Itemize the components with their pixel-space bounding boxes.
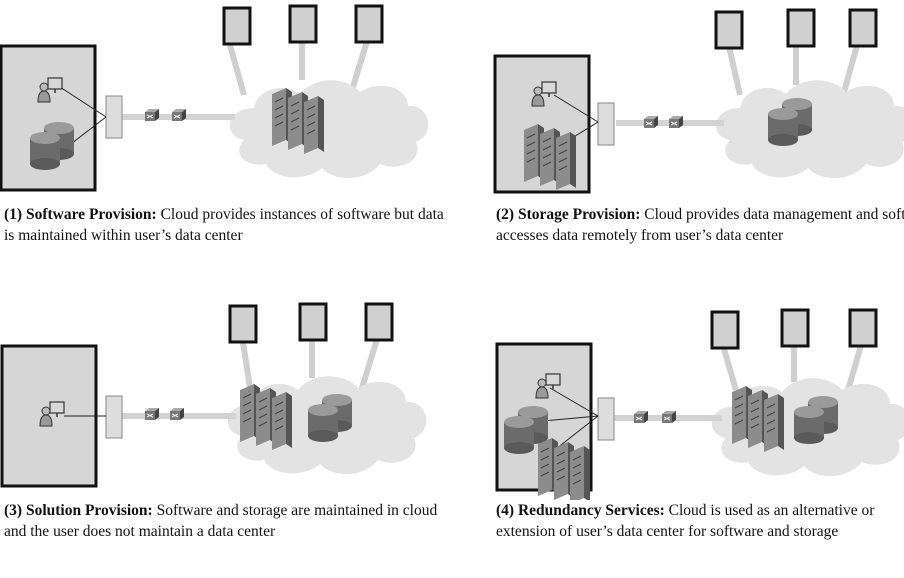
- panel-software-provision: (1) Software Provision: Cloud provides i…: [0, 0, 450, 288]
- caption-title: (1) Software Provision:: [4, 206, 157, 223]
- router-icon: [105, 95, 123, 139]
- caption-title: (2) Storage Provision:: [496, 206, 641, 223]
- diagram-storage-provision: [493, 8, 904, 194]
- caption-title: (3) Solution Provision:: [4, 502, 153, 519]
- caption-storage-provision: (2) Storage Provision: Cloud provides da…: [496, 204, 904, 246]
- caption-text: Cloud provides instances of software but…: [4, 206, 444, 244]
- panel-storage-provision: (2) Storage Provision: Cloud provides da…: [492, 0, 904, 288]
- terminal-icon: [364, 302, 394, 342]
- caption-solution-provision: (3) Solution Provision: Software and sto…: [4, 500, 444, 542]
- caption-software-provision: (1) Software Provision: Cloud provides i…: [4, 204, 444, 246]
- terminal-icon: [714, 10, 744, 50]
- server-rack-icon: [538, 438, 590, 500]
- switch-icon: [144, 407, 160, 421]
- switch-icon: [144, 108, 160, 122]
- panel-redundancy-services: (4) Redundancy Services: Cloud is used a…: [492, 290, 904, 578]
- terminal-icon: [848, 8, 878, 48]
- router-icon: [597, 102, 615, 146]
- cloud-icon: [229, 80, 429, 179]
- switch-icon: [661, 410, 677, 424]
- caption-title: (4) Redundancy Services:: [496, 502, 665, 519]
- router-icon: [105, 395, 123, 439]
- terminal-icon: [222, 6, 252, 46]
- caption-text: Cloud is used as an alternative or exten…: [496, 502, 875, 540]
- terminal-icon: [354, 4, 384, 44]
- terminal-icon: [780, 308, 810, 348]
- caption-redundancy-services: (4) Redundancy Services: Cloud is used a…: [496, 500, 904, 542]
- diagram-software-provision: [0, 4, 429, 192]
- caption-text: Cloud provides data management and softw…: [496, 206, 904, 244]
- switch-icon: [643, 115, 659, 129]
- diagram-solution-provision: [0, 302, 427, 488]
- diagram-redundancy-services: [495, 308, 904, 500]
- terminal-icon: [710, 310, 740, 350]
- terminal-icon: [228, 304, 258, 344]
- caption-text: Software and storage are maintained in c…: [4, 502, 438, 540]
- terminal-icon: [786, 8, 816, 48]
- switch-icon: [171, 108, 187, 122]
- terminal-icon: [288, 4, 318, 44]
- terminal-icon: [848, 308, 878, 348]
- switch-icon: [668, 115, 684, 129]
- terminal-icon: [298, 302, 328, 342]
- panel-solution-provision: (3) Solution Provision: Software and sto…: [0, 290, 450, 578]
- switch-icon: [169, 407, 185, 421]
- router-icon: [597, 397, 615, 441]
- switch-icon: [633, 410, 649, 424]
